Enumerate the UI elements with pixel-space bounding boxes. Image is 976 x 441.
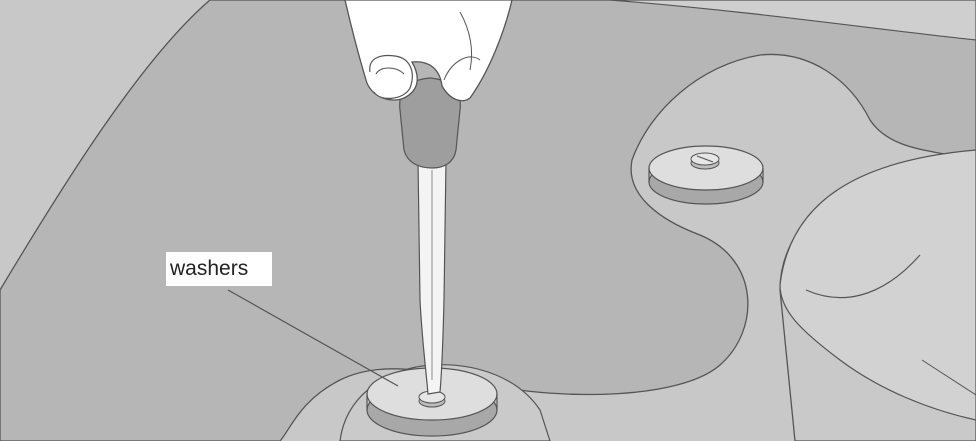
washers-label: washers [166, 252, 272, 286]
screw-icon [691, 153, 719, 169]
